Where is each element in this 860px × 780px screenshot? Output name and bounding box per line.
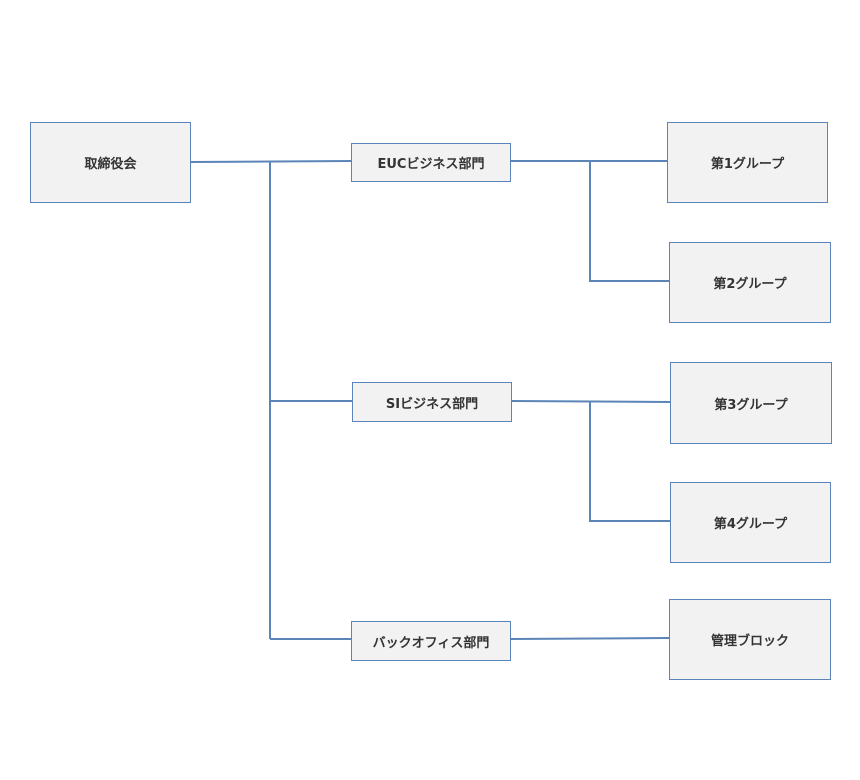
node-board: 取締役会 <box>30 122 191 203</box>
edge-back-mgmt <box>510 637 670 640</box>
node-group-2-label: 第2グループ <box>713 277 787 292</box>
node-back-office-division: バックオフィス部門 <box>351 621 511 661</box>
edge-si-g4 <box>589 401 670 522</box>
node-si-division-label: SIビジネス部門 <box>385 396 479 412</box>
node-back-office-division-label: バックオフィス部門 <box>372 635 490 651</box>
node-group-4: 第4グループ <box>670 482 831 563</box>
node-management-block-label: 管理ブロック <box>710 634 789 649</box>
node-group-2: 第2グループ <box>669 242 831 323</box>
node-group-3: 第3グループ <box>670 362 832 444</box>
node-si-division: SIビジネス部門 <box>352 382 512 422</box>
node-group-1-label: 第1グループ <box>710 157 785 172</box>
node-euc-division: EUCビジネス部門 <box>351 143 511 182</box>
node-board-label: 取締役会 <box>84 157 137 172</box>
node-group-3-label: 第3グループ <box>714 397 788 413</box>
edge-euc-g2 <box>589 161 669 282</box>
edge-board-euc <box>190 160 352 163</box>
node-group-4-label: 第4グループ <box>713 517 788 532</box>
node-euc-division-label: EUCビジネス部門 <box>377 157 485 172</box>
node-management-block: 管理ブロック <box>669 599 831 680</box>
node-group-1: 第1グループ <box>667 122 828 203</box>
